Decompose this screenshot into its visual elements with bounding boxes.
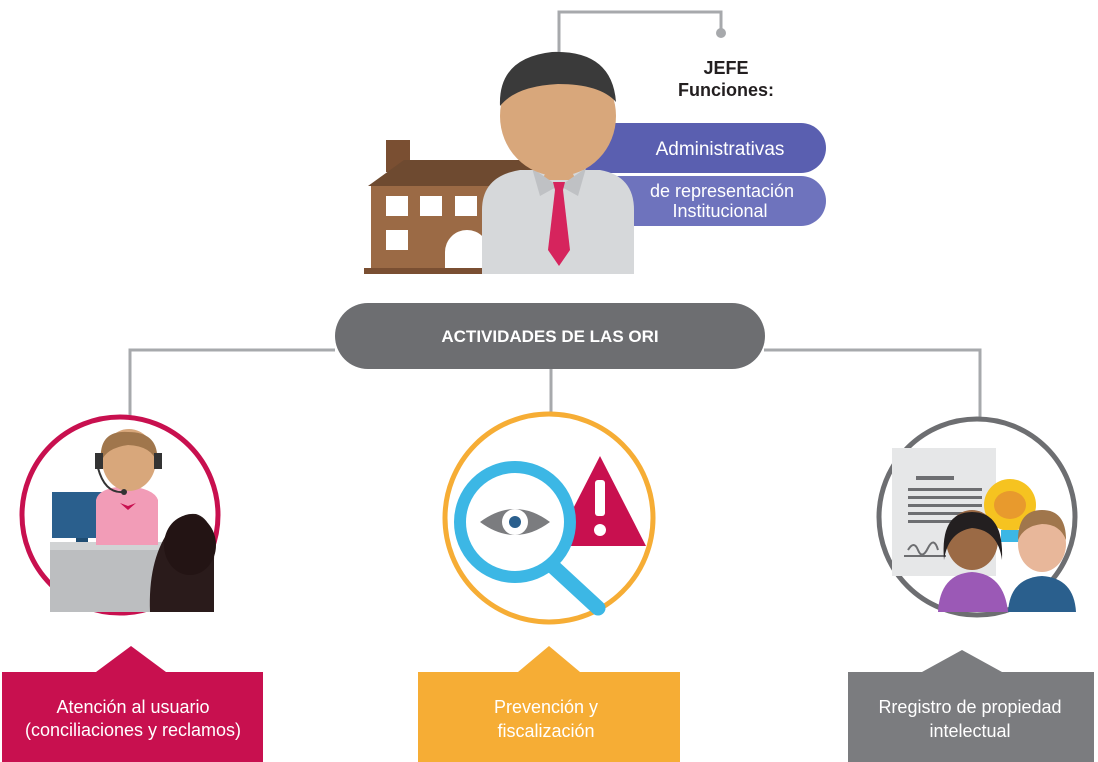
activity-customer-service	[19, 414, 221, 616]
intellectual-property-icon	[892, 448, 1076, 612]
card-prevention: Prevención y fiscalización	[418, 646, 680, 762]
jefe-connector	[557, 10, 723, 72]
card-label-prevention-line1: Prevención y	[494, 697, 598, 717]
funciones-title: Funciones:	[678, 80, 774, 100]
connector-dot	[716, 28, 726, 38]
function-label-administrativas: Administrativas	[656, 139, 785, 160]
activity-intellectual-property	[876, 416, 1078, 618]
function-label-institucional: Institucional	[672, 201, 767, 221]
card-label-prevention-line2: fiscalización	[497, 721, 594, 741]
card-intellectual-property: Rregistro de propiedad intelectual	[848, 650, 1094, 762]
card-customer-service: Atención al usuario (conciliaciones y re…	[2, 646, 263, 762]
boss-person-icon	[482, 51, 634, 274]
card-label-intellectual-property-line1: Rregistro de propiedad	[878, 697, 1061, 717]
card-label-intellectual-property-line2: intelectual	[929, 721, 1010, 741]
main-node: ACTIVIDADES DE LAS ORI	[335, 303, 765, 369]
main-node-label: ACTIVIDADES DE LAS ORI	[441, 327, 658, 346]
jefe-title: JEFE	[703, 58, 748, 78]
function-label-representacion: de representación	[650, 181, 794, 201]
card-label-customer-service-line2: (conciliaciones y reclamos)	[25, 720, 241, 740]
card-label-customer-service-line1: Atención al usuario	[56, 697, 209, 717]
activity-prevention	[442, 411, 656, 625]
main-connectors	[128, 348, 982, 420]
magnifier-warning-icon	[454, 456, 646, 616]
customer-service-icon	[50, 429, 216, 612]
function-pill-administrativas: Administrativas	[570, 123, 826, 173]
